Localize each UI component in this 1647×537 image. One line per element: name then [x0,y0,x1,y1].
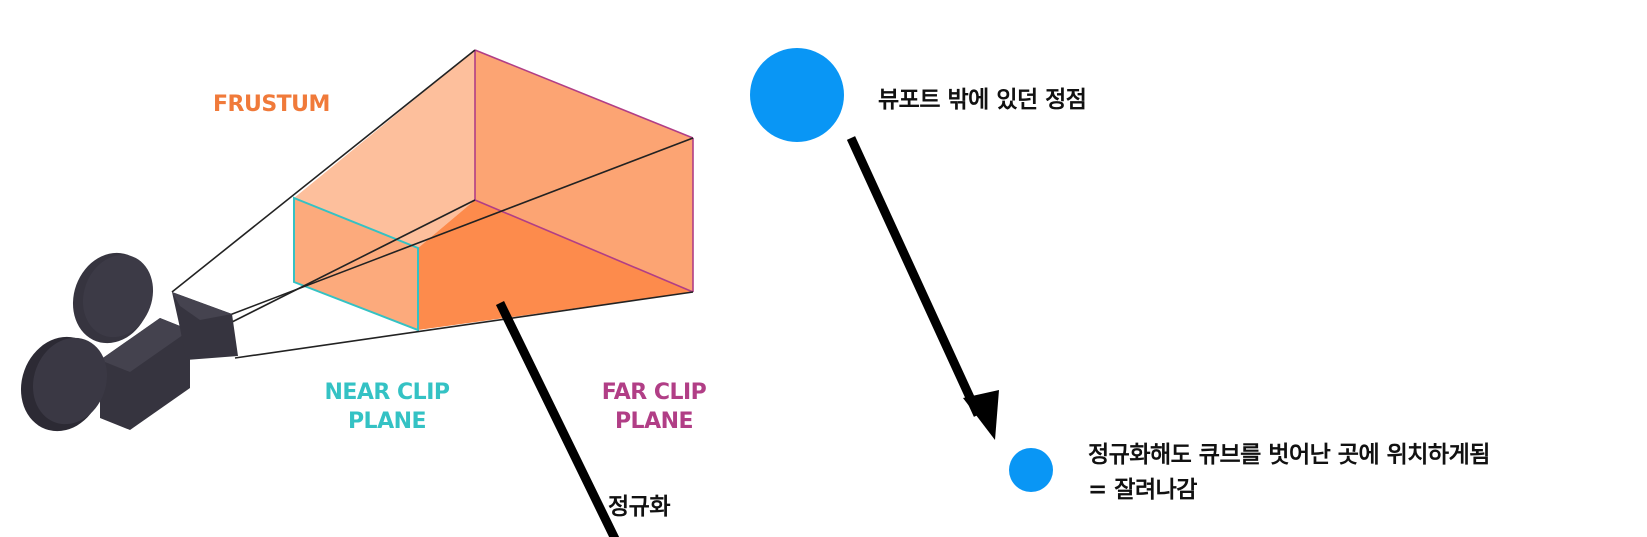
far-clip-line1: FAR CLIP [601,380,707,405]
vertex-arrow-line [846,136,983,417]
clipped-result-line1: 정규화해도 큐브를 벗어난 곳에 위치하게됨 [1088,442,1490,468]
normalize-arrow-line [495,301,620,537]
frustum-far-face [475,50,693,292]
clipped-result-label: 정규화해도 큐브를 벗어난 곳에 위치하게됨 = 잘려나감 [1088,438,1490,508]
camera-icon [20,252,238,432]
far-clip-plane-outline [474,49,694,293]
vertex-outside-label: 뷰포트 밖에 있던 정점 [878,87,1087,113]
frustum-near-face [294,198,418,330]
clipped-result-line2: = 잘려나감 [1088,477,1197,503]
far-clip-line2: PLANE [614,409,694,434]
vertex-arrowhead [963,390,999,440]
near-clip-plane-outline [293,196,419,332]
frustum-top-face [294,50,475,248]
far-clip-plane-label: FAR CLIP PLANE [589,378,719,436]
near-clip-line2: PLANE [347,409,427,434]
frustum-bottom-face [418,200,693,330]
vertex-clipped-dot [1009,448,1053,492]
near-clip-plane-label: NEAR CLIP PLANE [312,378,462,436]
projection-lines [171,49,694,359]
normalize-label: 정규화 [608,494,670,520]
frustum-volume [294,50,693,330]
near-clip-line1: NEAR CLIP [324,380,450,405]
vertex-outside-dot [750,48,844,142]
frustum-label: FRUSTUM [213,92,330,117]
